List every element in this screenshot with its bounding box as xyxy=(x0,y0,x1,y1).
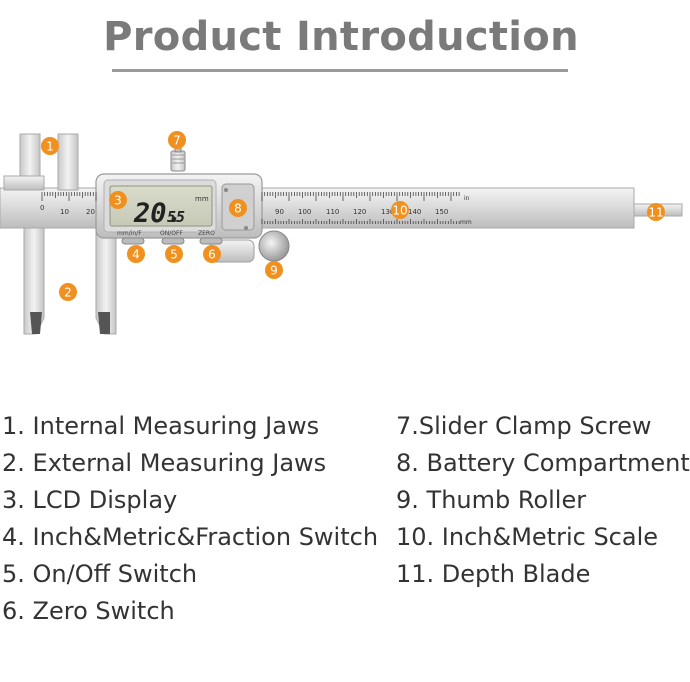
mode-switch-button[interactable] xyxy=(121,237,145,245)
fixed-jaw xyxy=(3,133,45,335)
legend-item: 1. Internal Measuring Jaws xyxy=(2,412,320,440)
svg-text:6: 6 xyxy=(208,248,216,262)
callout-11: 11 xyxy=(647,203,665,221)
button-label-onoff: ON/OFF xyxy=(160,230,183,237)
legend-right: 7.Slider Clamp Screw 8. Battery Compartm… xyxy=(396,408,690,593)
button-label-mode: mm/in/F xyxy=(117,230,142,237)
legend-item: 11. Depth Blade xyxy=(396,560,591,588)
scale-unit-in: in xyxy=(464,195,470,202)
legend-item: 3. LCD Display xyxy=(2,486,178,514)
svg-text:10: 10 xyxy=(392,204,407,218)
legend-item: 5. On/Off Switch xyxy=(2,560,198,588)
legend-item: 10. Inch&Metric Scale xyxy=(396,523,659,551)
callout-8: 8 xyxy=(229,199,247,217)
scale-label: 90 xyxy=(275,208,284,216)
scale-label: 110 xyxy=(326,208,339,216)
legend-item: 2. External Measuring Jaws xyxy=(2,449,327,477)
callout-2: 2 xyxy=(59,283,77,301)
svg-text:5: 5 xyxy=(170,248,178,262)
scale-label: 150 xyxy=(435,208,448,216)
scale-label: 100 xyxy=(298,208,311,216)
svg-text:1: 1 xyxy=(46,140,54,154)
legend-item: 8. Battery Compartment xyxy=(396,449,690,477)
scale-zero-label: 0 xyxy=(40,204,44,212)
svg-text:4: 4 xyxy=(132,248,140,262)
button-label-zero: ZERO xyxy=(198,230,215,237)
svg-text:8: 8 xyxy=(234,202,242,216)
page-title: Product Introduction xyxy=(103,14,579,60)
scale-label: 120 xyxy=(353,208,366,216)
callout-4: 4 xyxy=(127,245,145,263)
svg-text:3: 3 xyxy=(114,194,122,208)
callout-6: 6 xyxy=(203,245,221,263)
svg-text:11: 11 xyxy=(648,206,663,220)
legend-item: 6. Zero Switch xyxy=(2,597,175,625)
scale-ticks xyxy=(41,192,460,224)
scale-label: 130 xyxy=(381,208,394,216)
legend-left: 1. Internal Measuring Jaws 2. External M… xyxy=(2,408,378,630)
sliding-jaw xyxy=(57,133,117,335)
legend-item: 7.Slider Clamp Screw xyxy=(396,412,652,440)
legend-item: 4. Inch&Metric&Fraction Switch xyxy=(2,523,379,551)
zero-switch-button[interactable] xyxy=(199,237,223,245)
lcd-reading-decimal: 55 xyxy=(167,208,185,226)
svg-text:2: 2 xyxy=(64,286,72,300)
callout-9: 9 xyxy=(265,261,283,279)
callout-10: 10 xyxy=(391,201,409,219)
clamp-screw xyxy=(170,145,186,172)
buttons xyxy=(121,237,223,245)
scale-unit-mm: mm xyxy=(460,219,472,226)
onoff-switch-button[interactable] xyxy=(161,237,185,245)
callout-5: 5 xyxy=(165,245,183,263)
callout-7: 7 xyxy=(168,131,186,149)
lcd-unit: mm xyxy=(195,195,209,203)
scale-label: 140 xyxy=(408,208,421,216)
scale-label: 20 xyxy=(86,208,95,216)
callout-3: 3 xyxy=(109,191,127,209)
callout-1: 1 xyxy=(41,137,59,155)
legend-item: 9. Thumb Roller xyxy=(396,486,587,514)
svg-text:7: 7 xyxy=(173,134,181,148)
scale-label: 10 xyxy=(60,208,69,216)
thumb-roller[interactable] xyxy=(258,230,290,262)
lcd-reading-main: 20. xyxy=(133,198,183,229)
title-underline xyxy=(112,69,568,72)
lcd-display xyxy=(109,185,213,227)
svg-text:9: 9 xyxy=(270,264,278,278)
